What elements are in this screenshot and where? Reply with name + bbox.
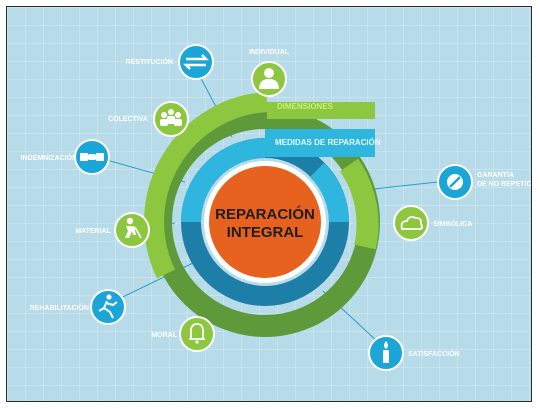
label-garantia-line2: DE NO REPETICIÓN [477,179,532,188]
label-restitucion: RESTITUCIÓN [126,57,173,66]
node-colectiva: COLECTIVA [108,101,189,137]
bell-icon [189,323,205,344]
candle-icon [383,341,389,363]
label-medidas: MEDIDAS DE REPARACIÓN [275,138,381,147]
person-icon [259,68,279,89]
label-rehabilitacion: REHABILITACIÓN [30,303,89,312]
arc-blue-right [309,162,349,223]
arrows-exchange-icon [183,54,209,70]
center-title-line2: INTEGRAL [227,224,304,241]
diagram-frame: REPARACIÓN INTEGRAL DIMENSIONES MEDIDAS … [6,6,532,402]
label-indemnizacion: INDEMNIZACIÓN [21,153,77,162]
node-restitucion: RESTITUCIÓN [126,44,214,80]
node-moral: MORAL [151,316,215,352]
node-indemnizacion: INDEMNIZACIÓN [21,139,110,175]
restitucion-circle [178,44,214,80]
worker-icon [125,217,142,239]
simbolica-circle [393,205,429,241]
label-colectiva: COLECTIVA [108,116,148,123]
label-material: MATERIAL [75,228,111,235]
arc-dimensiones [144,92,268,279]
label-garantia-line1: GARANTÍA [477,170,514,179]
label-simbolica: SIMBÓLICA [433,219,472,228]
center-circle [209,166,321,278]
reparacion-integral-diagram: REPARACIÓN INTEGRAL DIMENSIONES MEDIDAS … [7,7,532,401]
rehabilitacion-circle [90,289,126,325]
handshake-icon [80,153,104,161]
node-satisfaccion: SATISFACCIÓN [368,335,460,371]
arc-simbolica [339,158,379,250]
medidas-band [265,129,375,157]
node-garantia: GARANTÍA DE NO REPETICIÓN [437,164,532,200]
label-individual: INDIVIDUAL [249,49,290,56]
node-individual: INDIVIDUAL [249,49,290,97]
label-moral: MORAL [151,332,177,339]
group-icon [160,109,182,126]
dimensiones-band [267,102,375,119]
no-entry-icon [447,174,463,190]
moral-circle [179,316,215,352]
cloud-icon [400,216,424,230]
node-rehabilitacion: REHABILITACIÓN [30,289,126,325]
center-title-line1: REPARACIÓN [215,205,315,223]
running-person-icon [98,294,118,319]
label-satisfaccion: SATISFACCIÓN [408,349,460,358]
label-dimensiones: DIMENSIONES [277,102,334,111]
node-material: MATERIAL [75,212,150,248]
node-simbolica: SIMBÓLICA [393,205,472,241]
arc-blue-left [181,138,266,223]
